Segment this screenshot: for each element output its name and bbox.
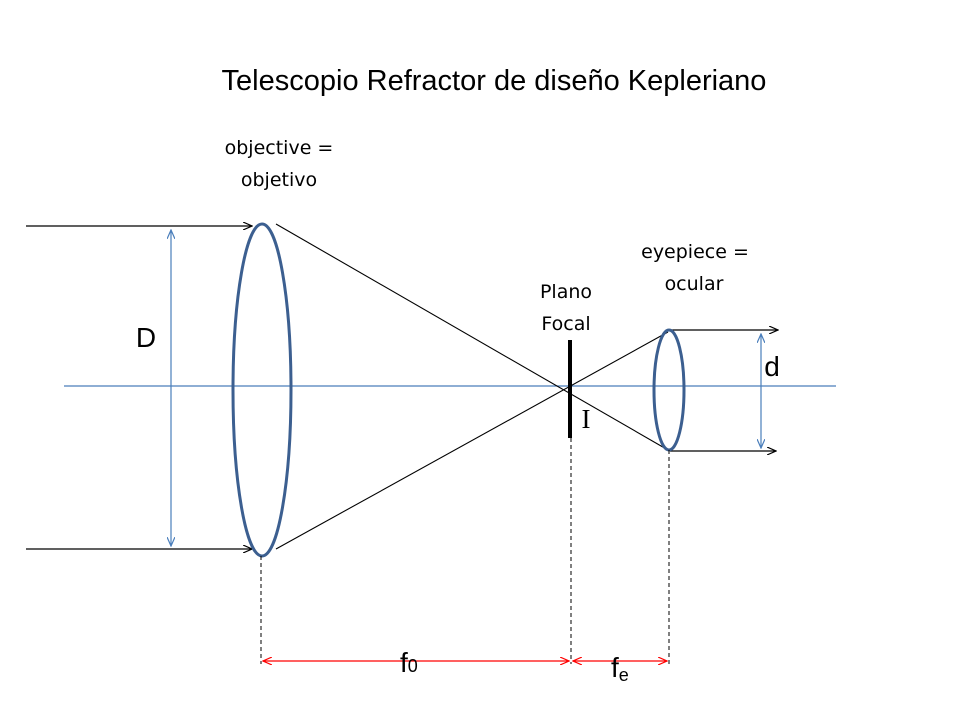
objective-focal-sub: 0 (408, 656, 418, 676)
converging-ray-bottom (275, 331, 669, 550)
eyepiece-focal-base: f (611, 652, 619, 683)
objective-label-line2: objetivo (241, 169, 317, 191)
objective-label-line1: objective = (225, 137, 334, 159)
eyepiece-label-line2: ocular (665, 273, 724, 295)
eyepiece-focal-sub: e (619, 665, 629, 685)
converging-ray-top (275, 223, 669, 451)
eyepiece-focal-label: fe (611, 652, 629, 685)
focal-plane-label-line1: Plano (540, 281, 592, 303)
image-symbol: I (582, 404, 591, 434)
exit-symbol: d (764, 351, 780, 382)
aperture-symbol: D (136, 322, 156, 353)
focal-plane-label-line2: Focal (541, 313, 590, 335)
objective-focal-label: f0 (400, 647, 418, 678)
eyepiece-lens (652, 328, 686, 452)
objective-lens (231, 222, 293, 558)
eyepiece-label-line1: eyepiece = (641, 241, 749, 263)
diagram-title: Telescopio Refractor de diseño Keplerian… (222, 65, 767, 97)
objective-focal-base: f (400, 647, 408, 678)
